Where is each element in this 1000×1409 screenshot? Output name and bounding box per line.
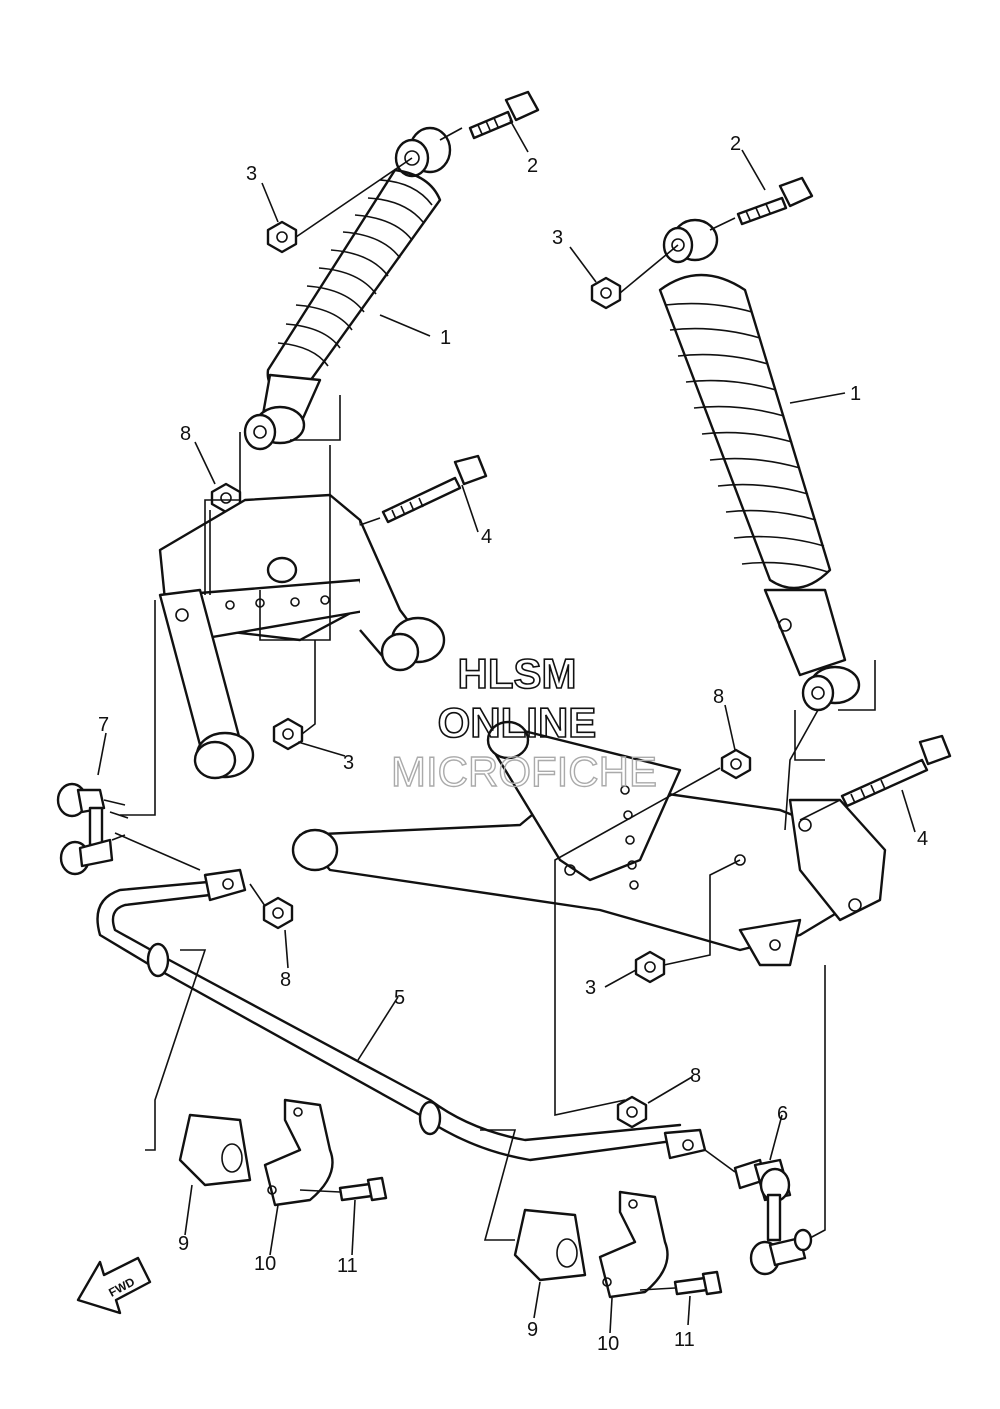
watermark-line-1: HLSM — [458, 650, 577, 697]
callout-2-right: 2 — [730, 133, 741, 155]
callout-2-left: 2 — [527, 155, 538, 177]
callout-1-left: 1 — [440, 327, 451, 349]
nut-lower-right — [634, 950, 666, 984]
callout-9-right: 9 — [527, 1319, 538, 1341]
callout-4-left: 4 — [481, 526, 492, 548]
callout-8-stabilizer-left: 8 — [280, 969, 291, 991]
stabilizer-bar — [96, 868, 707, 1162]
flange-nut-8-right — [720, 748, 752, 780]
bushing-left — [178, 1113, 252, 1187]
left-shock-absorber — [243, 126, 452, 451]
upper-bolt-right — [736, 176, 814, 226]
watermark-line-3: MICROFICHE — [391, 748, 657, 795]
callout-10-left: 10 — [254, 1253, 276, 1275]
callout-9-left: 9 — [178, 1233, 189, 1255]
callout-8-right: 8 — [713, 686, 724, 708]
callout-1-right: 1 — [850, 383, 861, 405]
assembly-guide-lines — [114, 127, 876, 1291]
nut-middle-left — [272, 717, 304, 751]
stabilizer-link-left — [56, 782, 129, 876]
callout-11-left: 11 — [337, 1255, 358, 1277]
right-rear-arm — [291, 720, 887, 967]
flange-nut-8-stabilizer-left — [262, 896, 294, 930]
watermark-line-2: ONLINE — [438, 699, 597, 746]
right-shock-absorber — [658, 218, 861, 712]
callout-8-upper-left: 8 — [180, 423, 191, 445]
small-bolt-right — [673, 1270, 723, 1296]
small-bolt-left — [338, 1176, 388, 1202]
callout-6: 6 — [777, 1103, 788, 1125]
bracket-right — [598, 1190, 669, 1299]
long-bolt-left — [381, 454, 488, 524]
callout-3-upper-right: 3 — [552, 227, 563, 249]
callout-5: 5 — [394, 987, 405, 1009]
callout-labels: 1 1 2 2 3 3 3 3 4 4 5 6 7 8 8 8 8 9 9 10… — [98, 133, 928, 1355]
nut-upper-right — [590, 276, 622, 310]
nut-upper-left — [266, 220, 298, 254]
long-bolt-right — [840, 734, 952, 808]
callout-10-right: 10 — [597, 1333, 619, 1355]
bracket-left — [263, 1098, 334, 1207]
callout-leaders — [97, 119, 916, 1334]
callout-3-middle-left: 3 — [343, 752, 354, 774]
stabilizer-link-right — [733, 1158, 813, 1276]
forward-arrow-icon: FWD — [76, 1256, 152, 1315]
callout-3-lower-right: 3 — [585, 977, 596, 999]
watermark: HLSM ONLINE MICROFICHE — [390, 649, 657, 796]
callout-4-right: 4 — [917, 828, 928, 850]
flange-nut-8-stabilizer-right — [616, 1095, 648, 1129]
callout-3-upper-left: 3 — [246, 163, 257, 185]
upper-bolt-left — [468, 90, 540, 140]
callout-7: 7 — [98, 714, 109, 736]
callout-11-right: 11 — [674, 1329, 695, 1351]
bushing-right — [513, 1208, 587, 1282]
left-rear-arm — [158, 493, 446, 780]
callout-8-stabilizer-right: 8 — [690, 1065, 701, 1087]
